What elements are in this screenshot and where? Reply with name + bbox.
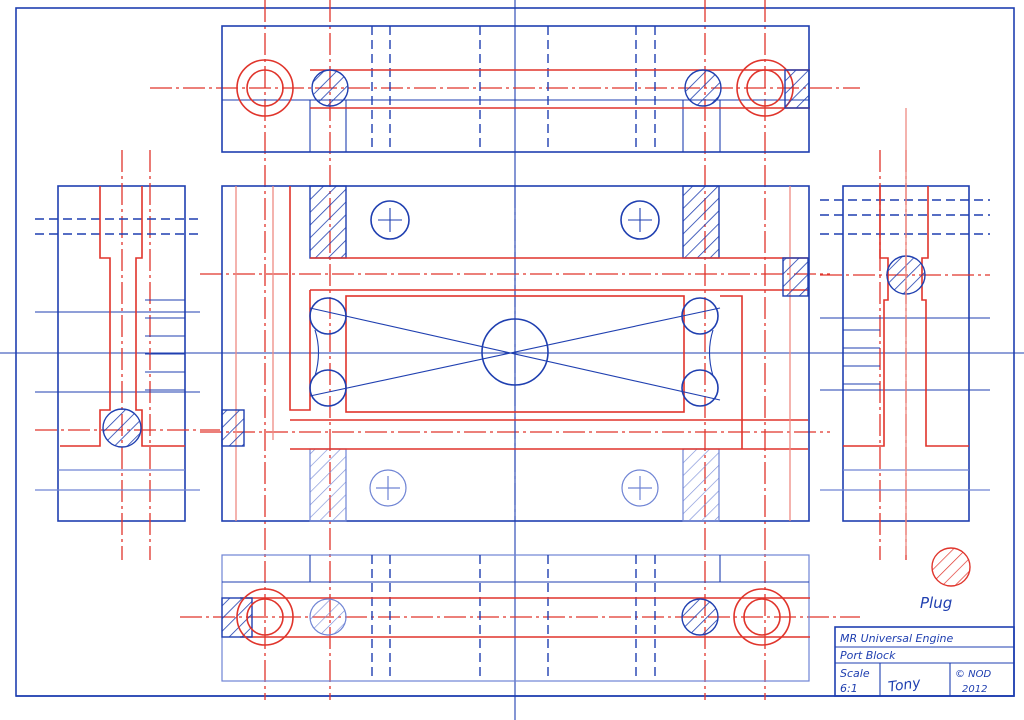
title-line-2: Port Block xyxy=(840,649,896,662)
right-side-view xyxy=(820,108,990,560)
title-block: MR Universal Engine Port Block Scale 6:1… xyxy=(834,626,1015,697)
bottom-view xyxy=(221,554,810,682)
plug-label: Plug xyxy=(920,594,952,612)
plug-symbol xyxy=(931,547,971,587)
scale-value: 6:1 xyxy=(840,682,858,695)
plug-legend: Plug xyxy=(920,547,971,612)
signature: Tony xyxy=(887,675,922,695)
center-lines xyxy=(150,0,860,700)
title-line-1: MR Universal Engine xyxy=(840,632,953,645)
left-side-view xyxy=(35,150,220,560)
year-text: 2012 xyxy=(962,684,987,695)
copyright-text: © NOD xyxy=(955,669,992,680)
top-view xyxy=(221,25,810,153)
scale-label: Scale xyxy=(840,667,870,680)
front-view xyxy=(221,185,810,522)
